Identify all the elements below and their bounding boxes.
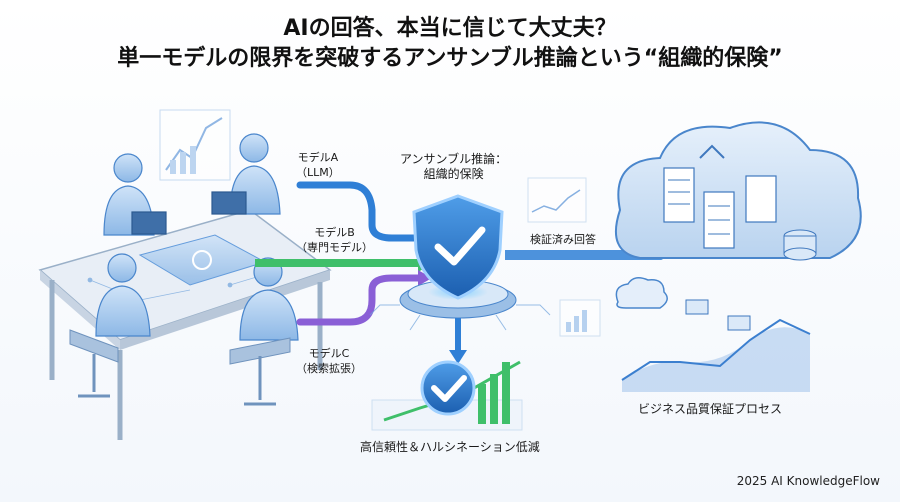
background-chart-left [159, 109, 231, 181]
business-analytics-graphic [615, 277, 811, 392]
business-process-label: ビジネス品質保証プロセス [638, 402, 783, 416]
footer-credit: 2025 AI KnowledgeFlow [736, 474, 880, 488]
verified-answer-label: 検証済み回答 [530, 233, 596, 246]
down-arrow [449, 318, 467, 364]
chairs [69, 329, 291, 406]
title-line-2: 単一モデルの限界を突破するアンサンブル推論という“組織的保険” [117, 46, 783, 71]
ensemble-shield [399, 194, 517, 319]
circuit-traces [369, 304, 551, 331]
model-a-label: モデルA （LLM） [296, 151, 340, 179]
cloud-server-icon [615, 121, 862, 261]
model-c-arrow [296, 270, 432, 326]
page-title: AIの回答、本当に信じて大丈夫？ 単一モデルの限界を突破するアンサンブル推論とい… [0, 14, 900, 74]
reliability-label: 高信頼性＆ハルシネーション低減 [360, 440, 540, 454]
ensemble-label: アンサンブル推論： 組織的保険 [400, 152, 508, 181]
model-b-label: モデルB （専門モデル） [296, 226, 373, 254]
person-figures [95, 133, 299, 341]
background-chart-center [527, 177, 601, 337]
reliability-check-icon [371, 360, 523, 431]
model-c-label: モデルC （検索拡張） [296, 347, 362, 375]
title-line-1: AIの回答、本当に信じて大丈夫？ [283, 16, 617, 41]
